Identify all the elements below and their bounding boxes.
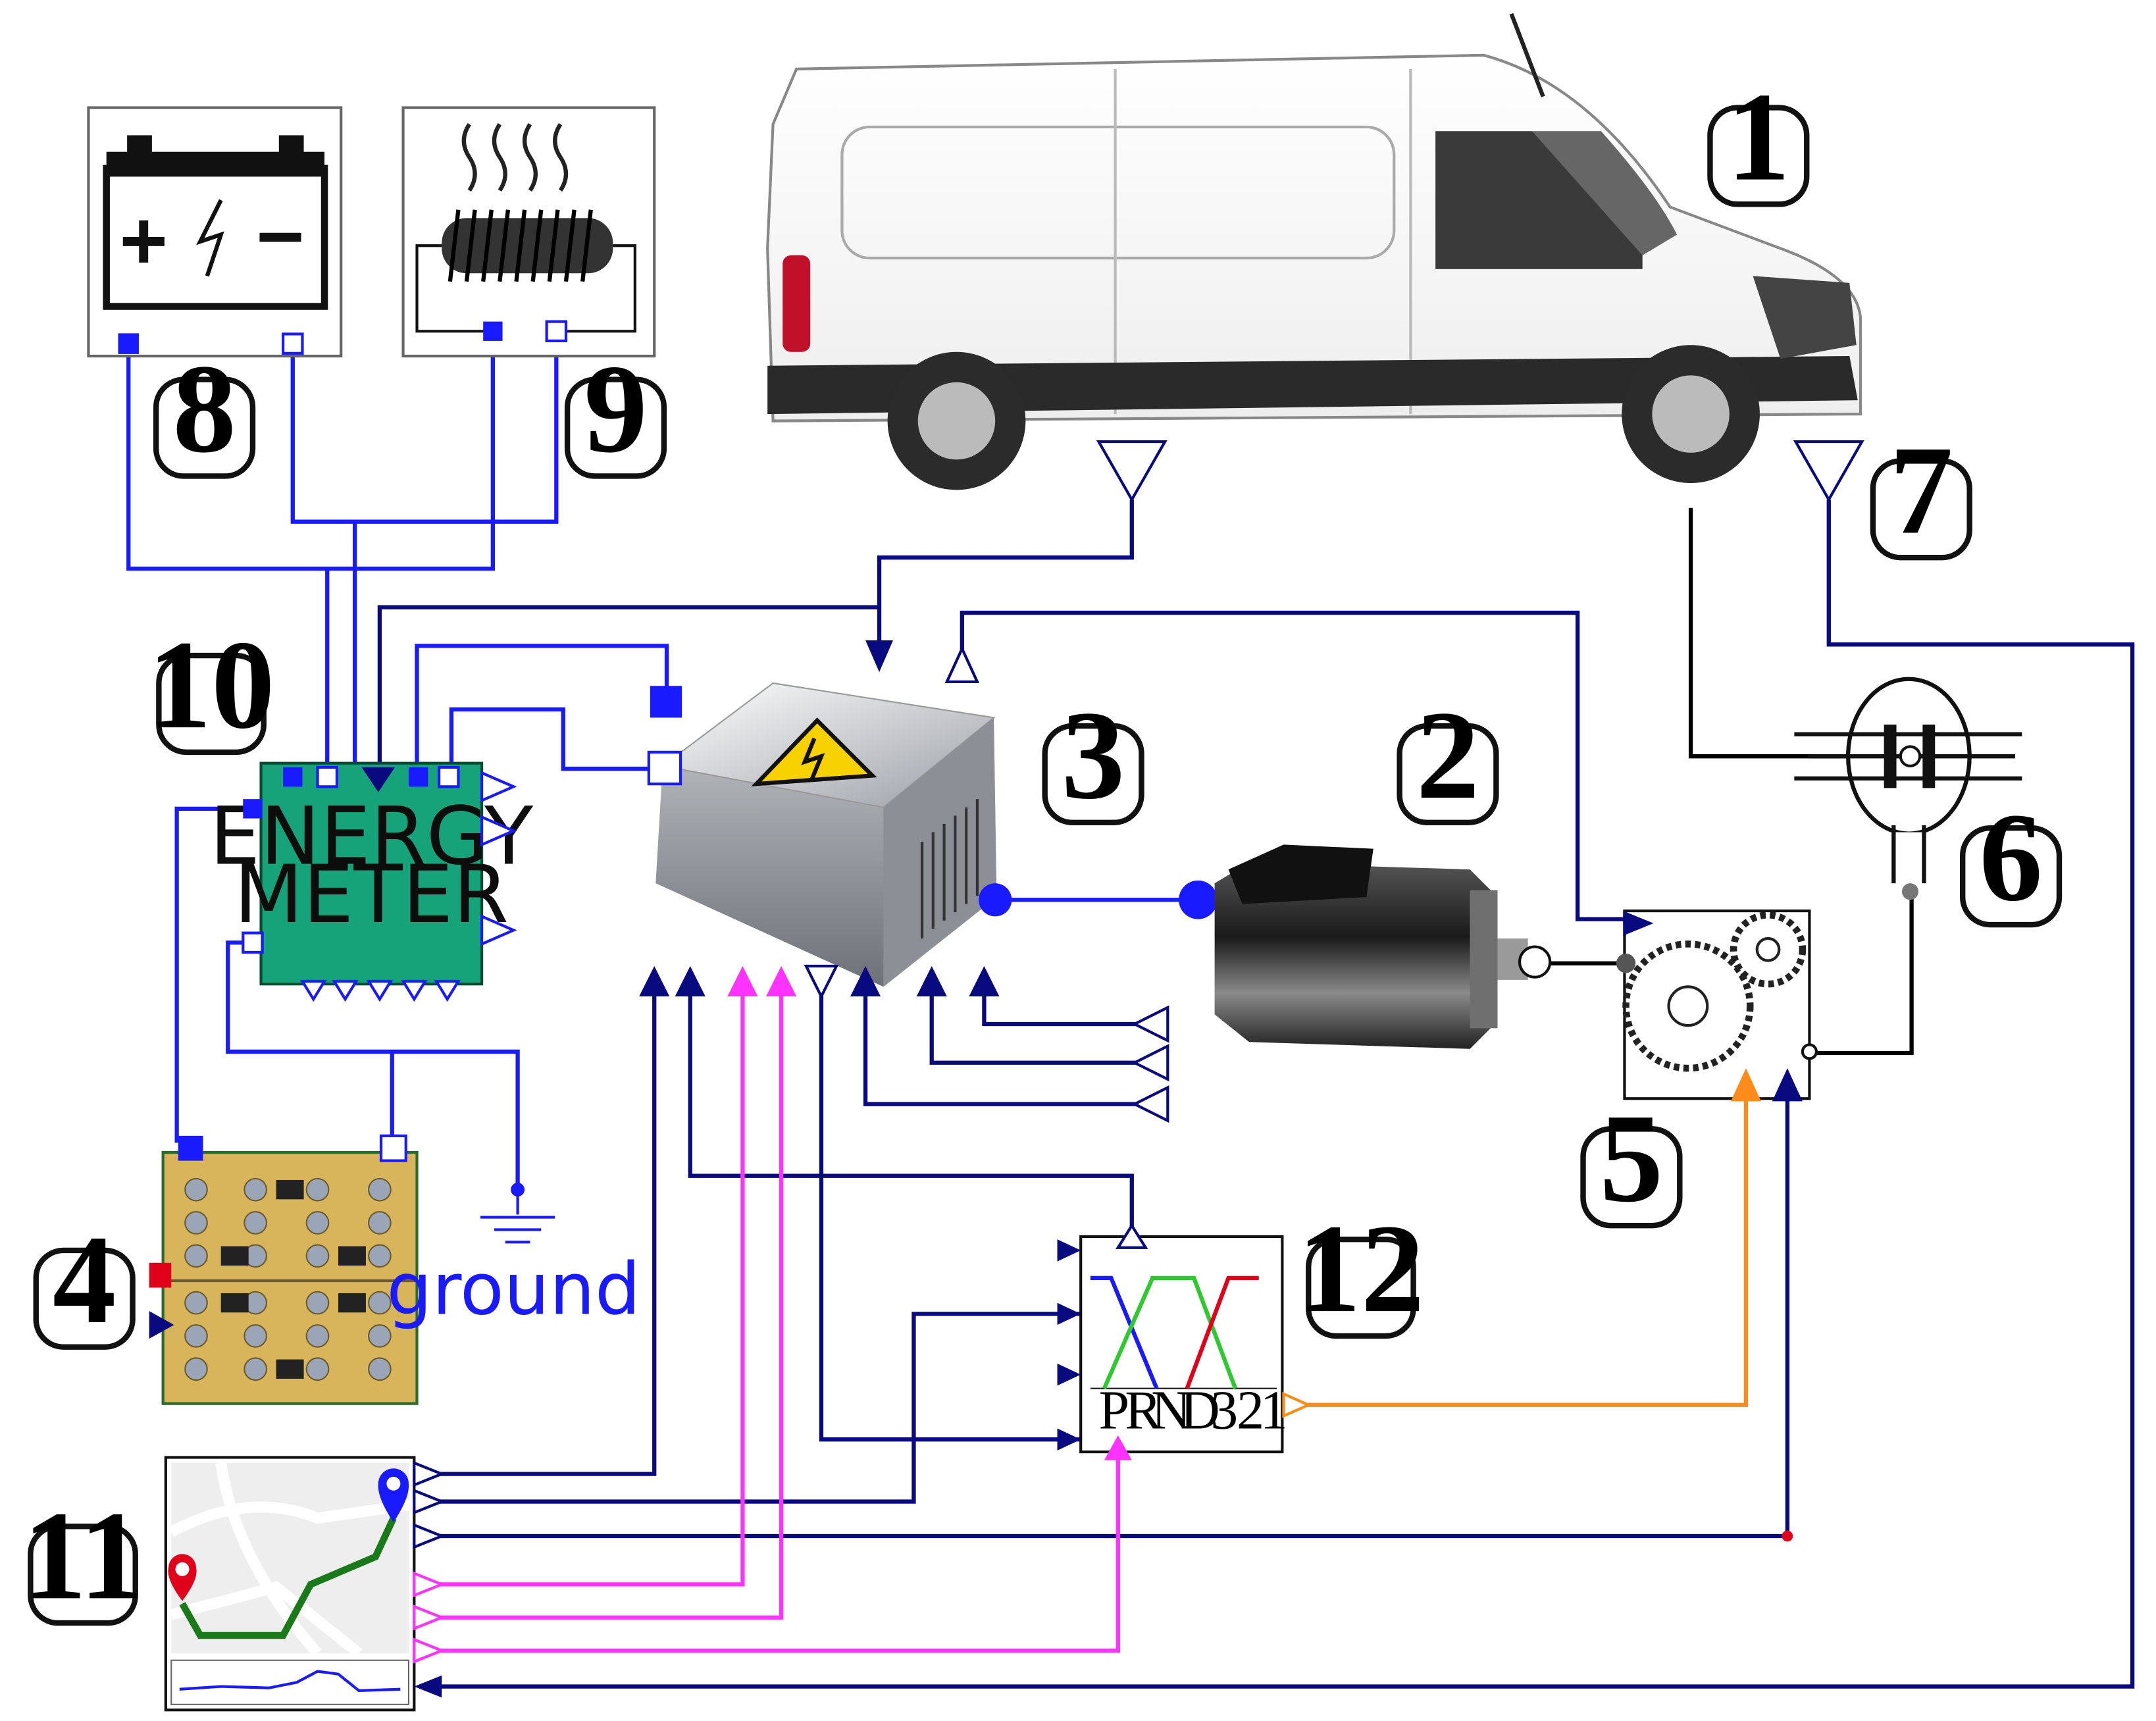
callout-8: 8: [153, 338, 256, 479]
svg-text:12: 12: [1297, 1198, 1424, 1339]
wires: [126, 331, 2135, 1689]
callout-3: 3: [1042, 684, 1144, 825]
callout-5: 5: [1580, 1087, 1683, 1228]
svg-text:10: 10: [148, 614, 275, 755]
red-connector: [149, 1262, 172, 1288]
signal-junction-dot: [1782, 1530, 1793, 1542]
callout-11: 11: [23, 1485, 143, 1626]
callout-2: 2: [1397, 684, 1499, 825]
battery-icon: + −: [87, 106, 343, 358]
svg-text:8: 8: [172, 338, 236, 479]
svg-text:6: 6: [1979, 786, 2042, 927]
svg-text:9: 9: [584, 338, 647, 479]
power-wires-top: [126, 331, 1198, 1190]
energy-meter: ENERGY METER: [210, 761, 534, 1002]
gear-shift-logic-icon: P R N D 3 2 1: [1057, 1223, 1312, 1460]
gearbox-icon: [1616, 909, 1818, 1102]
svg-text:4: 4: [53, 1209, 116, 1350]
svg-text:11: 11: [23, 1485, 143, 1626]
battery-negative-port: [282, 332, 304, 355]
van-output-port: [1096, 440, 1168, 503]
brake-icon: [1794, 677, 2022, 900]
heater-negative-port: [545, 320, 568, 343]
gear-label-r: R: [1125, 1379, 1162, 1441]
gear-label-2: 2: [1237, 1379, 1264, 1441]
svg-text:7: 7: [1889, 419, 1953, 560]
svg-text:5: 5: [1600, 1087, 1663, 1228]
high-voltage-warning-icon: [751, 717, 877, 786]
ground-icon: [480, 1183, 555, 1244]
energy-meter-label-line2: METER: [234, 848, 509, 941]
callout-7: 7: [1870, 419, 1972, 560]
heater-positive-port: [483, 321, 503, 341]
battery-pack-icon: [149, 1134, 419, 1405]
callout-9: 9: [564, 338, 667, 479]
callout-12: 12: [1297, 1198, 1424, 1339]
battery-positive-port: [118, 333, 139, 354]
gear-label-d: D: [1180, 1379, 1220, 1441]
callouts: 1 2 3 4 5 6 7 8 9 10 11 12: [23, 66, 2063, 1626]
gps-signal-wires: [419, 983, 1120, 1653]
svg-text:3: 3: [1062, 684, 1125, 825]
inverter-icon: [639, 640, 1169, 1123]
gear-label-n: N: [1151, 1379, 1191, 1441]
gear-signal-wire: [1283, 1083, 1749, 1407]
map-icon: [164, 1456, 446, 1712]
energy-meter-label-line1: ENERGY: [210, 790, 534, 883]
callout-10: 10: [148, 614, 275, 755]
callout-1: 1: [1707, 66, 1810, 207]
battery-plus-sign: +: [120, 194, 168, 287]
gear-label-3: 3: [1210, 1379, 1238, 1441]
signal-wires: [377, 500, 2135, 1689]
ground-label: ground: [386, 1247, 640, 1331]
callout-4: 4: [33, 1209, 136, 1350]
callout-6: 6: [1960, 786, 2063, 927]
svg-text:2: 2: [1416, 684, 1479, 825]
gear-label-p: P: [1098, 1379, 1129, 1441]
van-sensor-port: [1793, 440, 1864, 503]
electric-motor-icon: [1179, 844, 1552, 1049]
heater-icon: [401, 106, 656, 358]
van-icon: [766, 13, 1862, 490]
svg-text:1: 1: [1727, 66, 1790, 207]
battery-minus-sign: −: [256, 190, 304, 283]
